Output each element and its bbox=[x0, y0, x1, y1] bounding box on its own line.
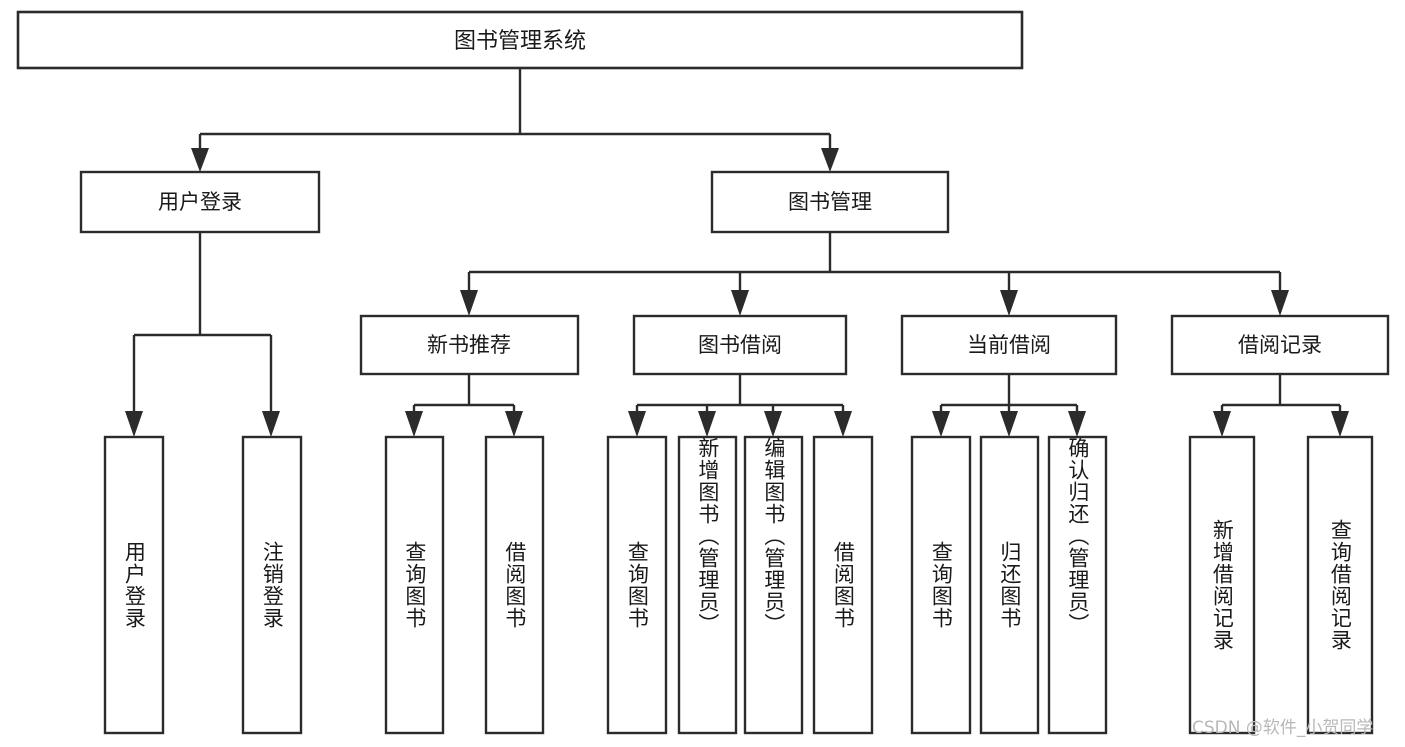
arrowhead-borrowrecord-leaf-2 bbox=[1331, 411, 1349, 437]
arrowhead-book-mgmt bbox=[821, 148, 839, 172]
arrowhead-bookborrow-leaf-4 bbox=[834, 411, 852, 437]
leaf-box-borrow-add[interactable] bbox=[677, 435, 738, 735]
node-book-management[interactable]: 图书管理 bbox=[710, 170, 950, 234]
node-current-borrow-label: 当前借阅 bbox=[967, 333, 1051, 357]
arrowhead-user-login bbox=[191, 148, 209, 172]
leaf-box-record-add[interactable] bbox=[1188, 435, 1256, 735]
leaf-box-borrow-lend[interactable] bbox=[812, 435, 874, 735]
arrowhead-leaf-user-login bbox=[125, 411, 143, 437]
csdn-watermark: CSDN @软件_小贺同学 bbox=[1192, 718, 1373, 738]
arrowhead-currentborrow-leaf-2 bbox=[1000, 411, 1018, 437]
leaf-box-borrow-query[interactable] bbox=[606, 435, 668, 735]
leaf-box-newbook-query[interactable] bbox=[384, 435, 445, 735]
node-current-borrow[interactable]: 当前借阅 bbox=[900, 314, 1118, 376]
leaf-box-layer bbox=[103, 435, 1374, 735]
arrowhead-current-borrow bbox=[1000, 290, 1018, 316]
connector-layer bbox=[125, 68, 1349, 437]
node-book-borrow[interactable]: 图书借阅 bbox=[632, 314, 848, 376]
arrowhead-borrow-record bbox=[1271, 290, 1289, 316]
arrowhead-bookborrow-leaf-3 bbox=[764, 411, 782, 437]
node-borrow-record[interactable]: 借阅记录 bbox=[1170, 314, 1390, 376]
arrowhead-currentborrow-leaf-1 bbox=[932, 411, 950, 437]
leaf-box-newbook-borrow[interactable] bbox=[484, 435, 545, 735]
arrowhead-borrowrecord-leaf-1 bbox=[1213, 411, 1231, 437]
node-root-label: 图书管理系统 bbox=[454, 29, 586, 54]
leaf-box-record-query[interactable] bbox=[1306, 435, 1374, 735]
arrowhead-newbook-leaf-1 bbox=[405, 411, 423, 437]
node-borrow-record-label: 借阅记录 bbox=[1238, 333, 1322, 357]
node-book-management-label: 图书管理 bbox=[788, 190, 872, 214]
leaf-box-current-return[interactable] bbox=[979, 435, 1040, 735]
node-user-login[interactable]: 用户登录 bbox=[79, 170, 321, 234]
arrowhead-currentborrow-leaf-3 bbox=[1068, 411, 1086, 437]
arrowhead-leaf-logout bbox=[262, 411, 280, 437]
arrowhead-bookborrow-leaf-2 bbox=[698, 411, 716, 437]
node-book-borrow-label: 图书借阅 bbox=[698, 333, 782, 357]
arrowhead-new-book bbox=[460, 290, 478, 316]
arrowhead-book-borrow bbox=[731, 290, 749, 316]
leaf-box-current-query[interactable] bbox=[910, 435, 972, 735]
leaf-box-borrow-edit[interactable] bbox=[743, 435, 804, 735]
node-new-book-recommend[interactable]: 新书推荐 bbox=[359, 314, 580, 376]
node-user-login-label: 用户登录 bbox=[158, 190, 242, 214]
leaf-box-logout[interactable] bbox=[241, 435, 303, 735]
arrowhead-bookborrow-leaf-1 bbox=[628, 411, 646, 437]
leaf-box-current-confirm[interactable] bbox=[1047, 435, 1108, 735]
leaf-box-user-login[interactable] bbox=[103, 435, 165, 735]
node-root-system[interactable]: 图书管理系统 bbox=[16, 10, 1024, 70]
arrowhead-newbook-leaf-2 bbox=[505, 411, 523, 437]
node-new-book-recommend-label: 新书推荐 bbox=[427, 333, 511, 357]
